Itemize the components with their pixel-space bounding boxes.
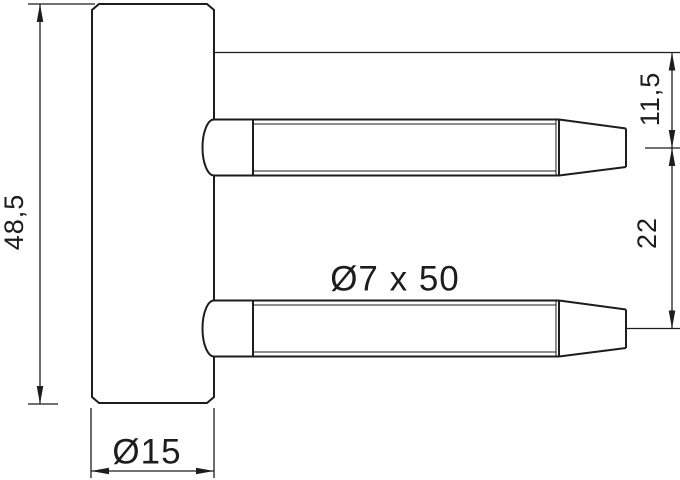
pin-offset-dimension-label: 11,5 [635, 72, 665, 127]
diameter-arrow-right-icon [196, 467, 214, 475]
pin-offset-dimension: 11,5 [635, 52, 680, 149]
body-fill [92, 4, 214, 403]
bottom-pin [201, 299, 680, 358]
height-arrow-up-icon [36, 4, 44, 22]
bottom-pin-fill [202, 300, 626, 357]
body-height-dimension: 48,5 [0, 3, 95, 405]
top-pin-fill [202, 119, 626, 176]
pin-offset-arrow-up-icon [668, 52, 676, 71]
hinge-body [91, 3, 215, 404]
height-arrow-down-icon [36, 386, 44, 404]
pin-spacing-dimension-label: 22 [632, 217, 662, 249]
body-diameter-label: Ø15 [112, 433, 181, 472]
bottom-pin-detail-lines [253, 300, 557, 357]
top-pin-outline [201, 118, 627, 177]
body-outline [91, 3, 215, 404]
top-pin-detail-lines [253, 119, 557, 176]
body-height-dimension-label: 48,5 [0, 194, 29, 251]
diameter-arrow-left-icon [91, 467, 109, 475]
pin-spacing-arrow-down-icon [668, 310, 676, 329]
bottom-pin-outline [201, 299, 627, 358]
diameter-extension-lines [90, 408, 215, 478]
top-pin [201, 118, 627, 177]
pin-spacing-arrow-up-icon [668, 148, 676, 166]
body-diameter-dimension: Ø15 [90, 408, 215, 478]
pin-spacing-dimension: 22 [632, 148, 676, 329]
pin-offset-arrow-down-icon [668, 130, 676, 148]
pin-spec-label: Ø7 x 50 [330, 260, 460, 299]
